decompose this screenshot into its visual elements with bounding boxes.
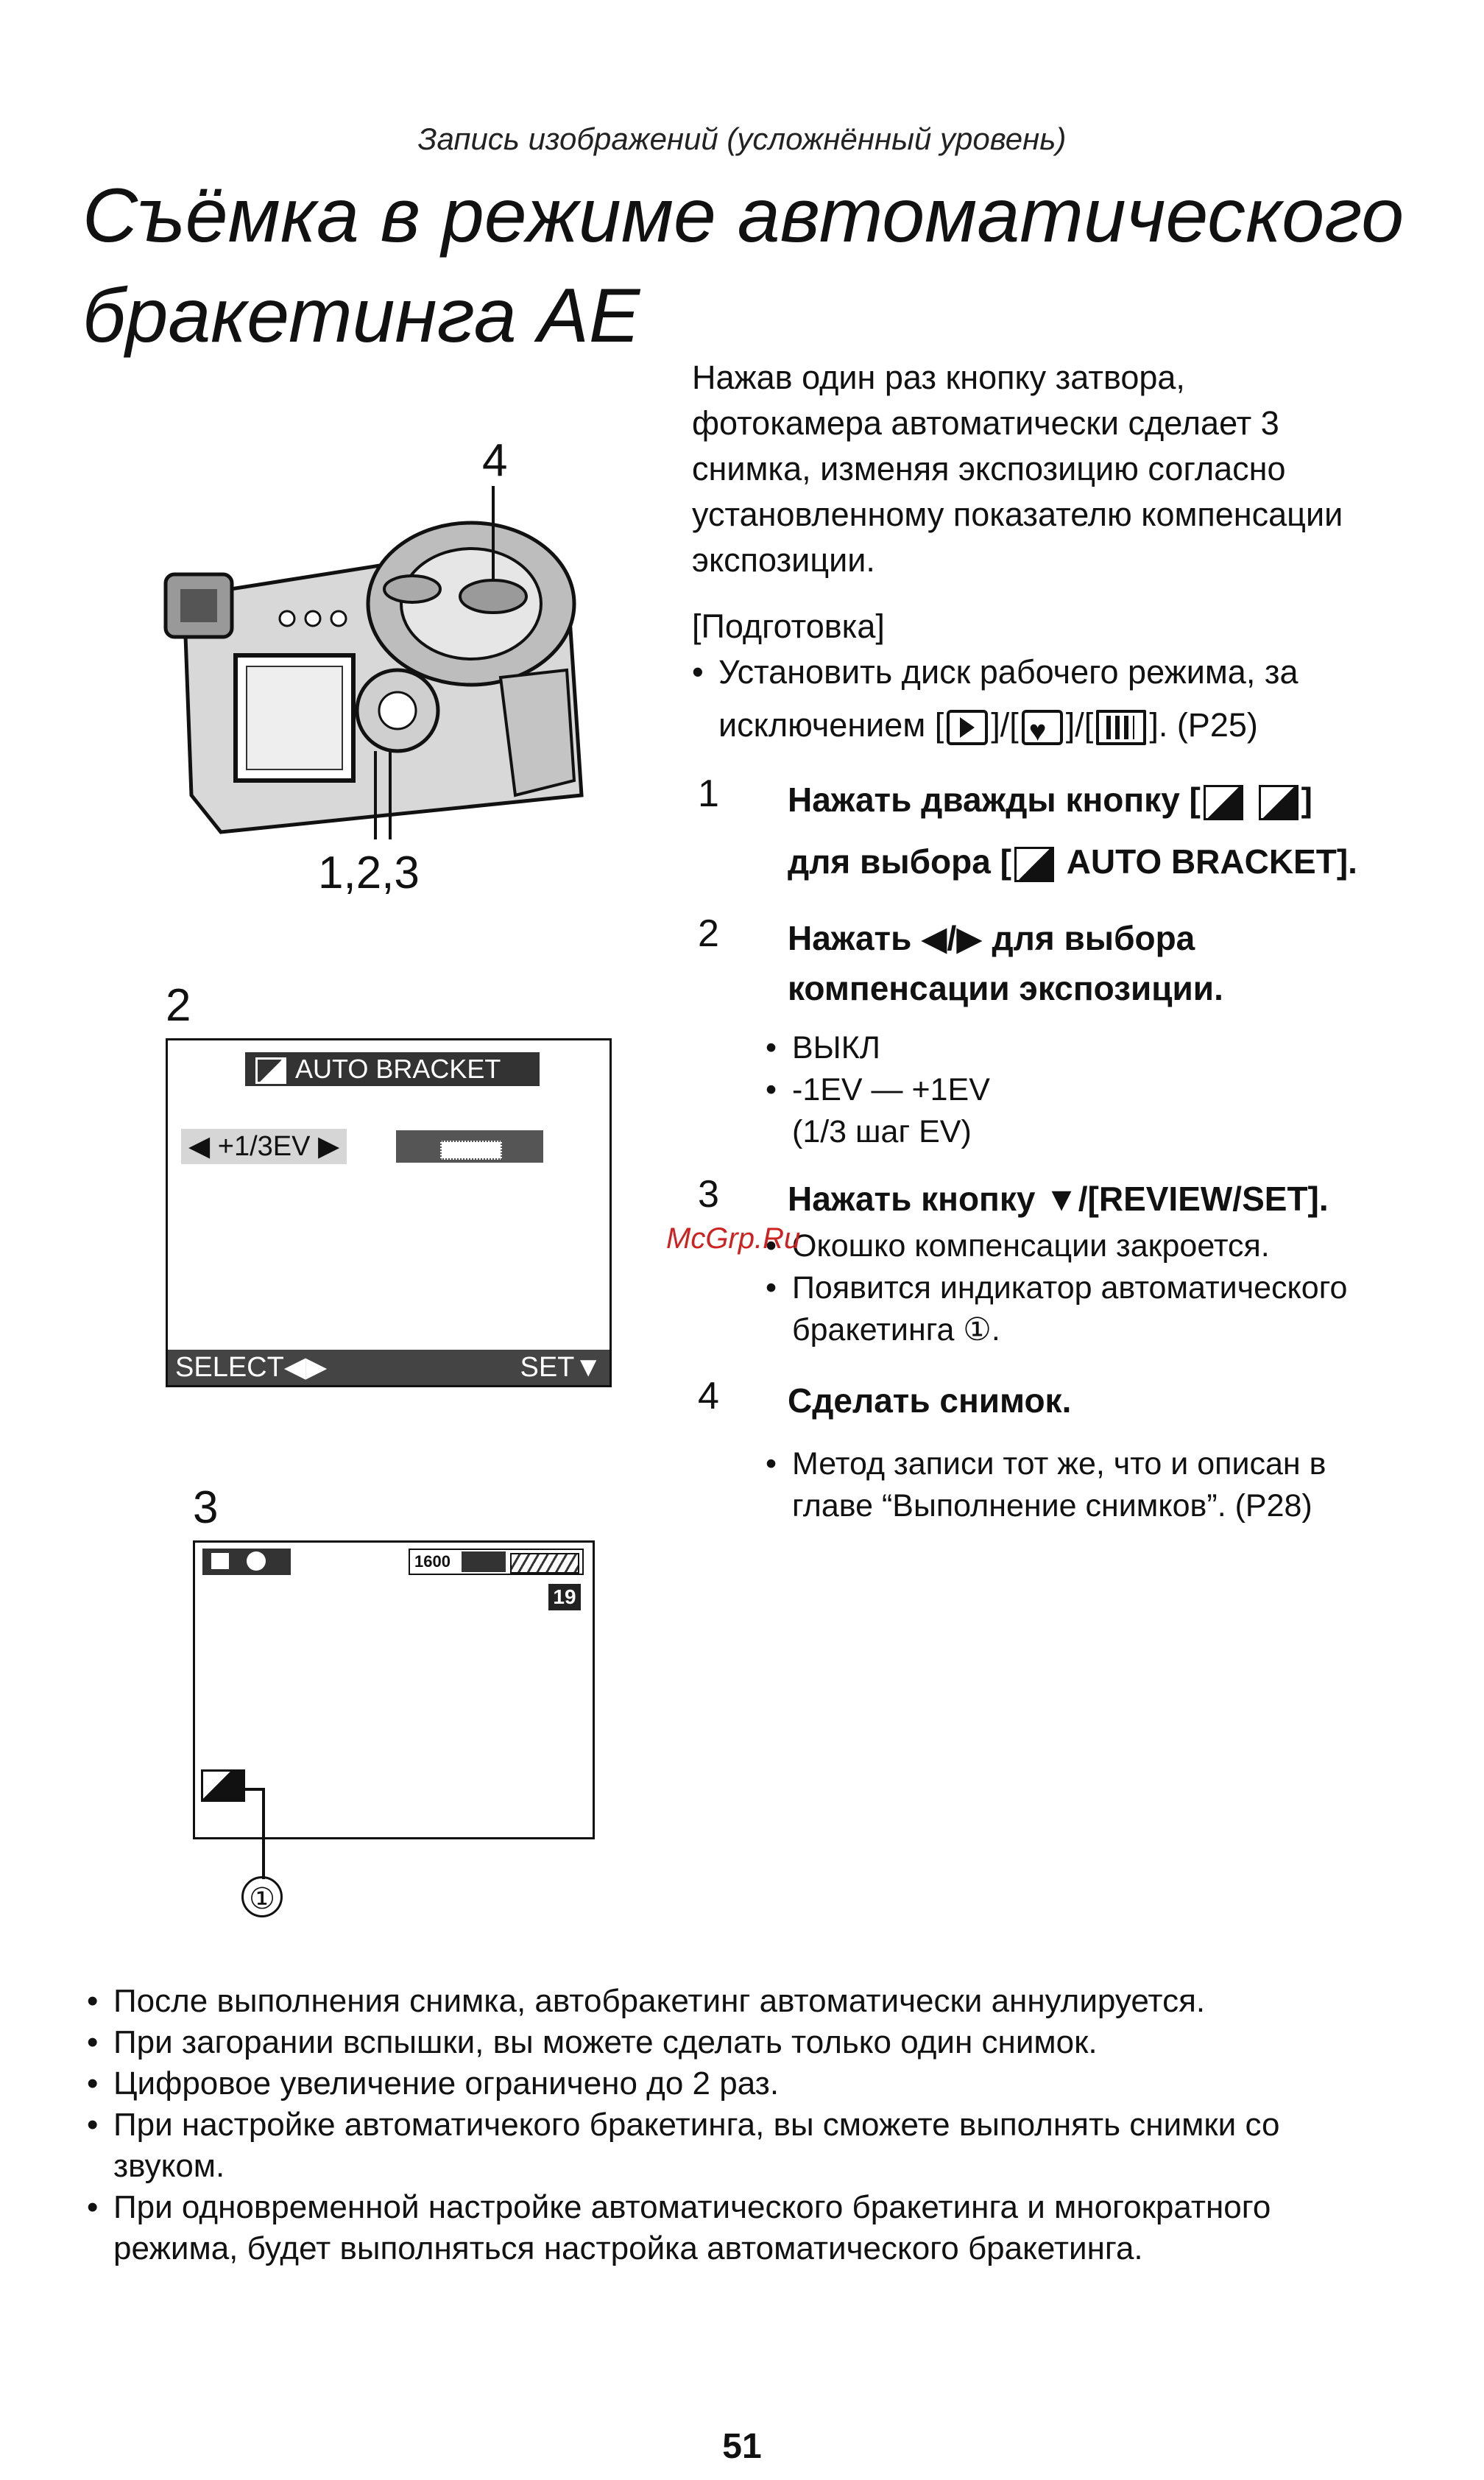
step-text: Нажать дважды кнопку [ xyxy=(788,781,1201,819)
section-subtitle: Запись изображений (усложнённый уровень) xyxy=(417,121,1067,156)
step-4-extra: главе “Выполнение снимков”. (P28) xyxy=(792,1488,1312,1523)
fig2-label: 2 xyxy=(166,980,191,1031)
notes-list: После выполнения снимка, автобракетинг а… xyxy=(87,1981,1456,2269)
page-title: Съёмка в режиме автоматического бракетин… xyxy=(82,166,1444,366)
step-3-extra: бракетинга ①. xyxy=(792,1312,1000,1348)
auto-bracket-title-bar: AUTO BRACKET xyxy=(245,1052,540,1086)
callout-line xyxy=(243,1788,265,1879)
step-3-notes: Окошко компенсации закроется. Появится и… xyxy=(766,1225,1428,1351)
prep-heading: [Подготовка] xyxy=(692,607,885,645)
step-1-text: Нажать дважды кнопку [ ] для выбора [ AU… xyxy=(788,775,1484,887)
camera-callout-123: 1,2,3 xyxy=(318,848,420,898)
prep-text: ]. (P25) xyxy=(1149,706,1258,744)
step-3-bullet: Появится индикатор автоматического xyxy=(766,1267,1428,1309)
status-bar: 1600 xyxy=(409,1549,584,1575)
note-item: После выполнения снимка, автобракетинг а… xyxy=(87,1981,1456,2022)
prep-text: исключением [ xyxy=(718,706,944,744)
prep-bullet: Установить диск рабочего режима, за искл… xyxy=(692,649,1458,754)
note-line: При настройке автоматичекого бракетинга,… xyxy=(113,2107,1280,2143)
step-text: для выбора [ xyxy=(788,842,1011,881)
note-item: При настройке автоматичекого бракетинга,… xyxy=(87,2104,1456,2187)
remaining-shots: 19 xyxy=(548,1584,581,1610)
note-line: режима, будет выполняться настройка авто… xyxy=(113,2230,1143,2266)
auto-bracket-icon xyxy=(1258,784,1298,820)
camera-illustration xyxy=(163,486,584,839)
quality-icon xyxy=(462,1551,506,1572)
playback-mode-icon xyxy=(947,710,989,746)
heart-mode-icon xyxy=(1021,708,1063,754)
fig2-lcd-screen: AUTO BRACKET ◀ +1/3EV ▶ SELECT◀▶ SET▼ xyxy=(166,1038,612,1387)
prep-bullet-line: Установить диск рабочего режима, за xyxy=(718,653,1298,691)
step-2-line: Нажать ◀/▶ для выбора xyxy=(788,919,1195,957)
step-1-line: Нажать дважды кнопку [ ] xyxy=(788,775,1484,825)
step-2-bullet: -1EV — +1EV xyxy=(766,1069,1428,1111)
intro-paragraph: Нажав один раз кнопку затвора, фотокамер… xyxy=(692,355,1458,583)
intro-line: установленному показателю компенсации xyxy=(692,496,1343,533)
ev-value-selector: ◀ +1/3EV ▶ xyxy=(181,1129,347,1164)
step-3-number: 3 xyxy=(698,1173,719,1216)
step-4-text: Сделать снимок. xyxy=(788,1381,1072,1420)
prep-bullet-line: исключением [ ]/[ ]/[ ]. (P25) xyxy=(718,702,1458,754)
set-hint: SET▼ xyxy=(520,1352,602,1383)
step-2-extra: (1/3 шаг EV) xyxy=(792,1114,972,1149)
prep-text: ]/[ xyxy=(991,706,1019,744)
note-item: При загорании вспышки, вы можете сделать… xyxy=(87,2022,1456,2063)
intro-line: снимка, изменяя экспозицию согласно xyxy=(692,450,1286,487)
preparation-block: [Подготовка] Установить диск рабочего ре… xyxy=(692,604,1458,754)
note-line: При одновременной настройке автоматическ… xyxy=(113,2189,1271,2225)
watermark: McGrp.Ru xyxy=(666,1222,801,1255)
page-number: 51 xyxy=(722,2427,762,2466)
step-1-number: 1 xyxy=(698,772,719,815)
prep-text: ]/[ xyxy=(1065,706,1094,744)
auto-bracket-icon xyxy=(255,1057,286,1085)
battery-icon xyxy=(510,1553,579,1574)
iso-value: 1600 xyxy=(414,1552,451,1571)
camera-mode-icon xyxy=(211,1553,229,1569)
step-4-notes: Метод записи тот же, что и описан в глав… xyxy=(766,1443,1428,1527)
note-line: звуком. xyxy=(113,2148,225,2184)
title-line-1: Съёмка в режиме автоматического xyxy=(82,173,1404,258)
step-4-number: 4 xyxy=(698,1375,719,1417)
step-text: AUTO BRACKET]. xyxy=(1066,842,1357,881)
step-3-bullet: Окошко компенсации закроется. xyxy=(766,1225,1428,1267)
auto-bracket-indicator-icon xyxy=(201,1769,245,1802)
note-item: При одновременной настройке автоматическ… xyxy=(87,2187,1456,2269)
step-4-bullet: Метод записи тот же, что и описан в xyxy=(766,1443,1428,1485)
step-2-bullet: ВЫКЛ xyxy=(766,1027,1428,1069)
title-line-2: бракетинга АЕ xyxy=(82,273,640,359)
auto-bracket-title: AUTO BRACKET xyxy=(295,1054,501,1084)
fig3-label: 3 xyxy=(193,1482,219,1533)
ev-scale-ticks xyxy=(440,1141,502,1160)
note-item: Цифровое увеличение ограничено до 2 раз. xyxy=(87,2063,1456,2104)
flash-icon xyxy=(247,1551,266,1571)
intro-line: экспозиции. xyxy=(692,541,875,579)
callout-number: ① xyxy=(241,1876,283,1917)
step-text: ] xyxy=(1301,781,1312,819)
select-hint: SELECT◀▶ xyxy=(175,1352,328,1383)
step-1-line: для выбора [ AUTO BRACKET]. xyxy=(788,836,1484,887)
exposure-comp-icon xyxy=(1203,784,1243,820)
step-2-notes: ВЫКЛ -1EV — +1EV (1/3 шаг EV) xyxy=(766,1027,1428,1153)
motion-picture-icon xyxy=(1096,710,1147,746)
intro-line: Нажав один раз кнопку затвора, xyxy=(692,359,1185,396)
camera-callout-4: 4 xyxy=(482,435,508,486)
fig2-footer-bar: SELECT◀▶ SET▼ xyxy=(168,1350,610,1385)
auto-bracket-icon xyxy=(1014,846,1054,882)
step-2-number: 2 xyxy=(698,912,719,955)
mode-indicator xyxy=(202,1549,291,1575)
step-2-line: компенсации экспозиции. xyxy=(788,969,1223,1007)
step-2-text: Нажать ◀/▶ для выбора компенсации экспоз… xyxy=(788,913,1484,1013)
ev-scale-indicator xyxy=(396,1130,543,1163)
step-3-text: Нажать кнопку ▼/[REVIEW/SET]. xyxy=(788,1180,1329,1218)
intro-line: фотокамера автоматически сделает 3 xyxy=(692,404,1279,442)
